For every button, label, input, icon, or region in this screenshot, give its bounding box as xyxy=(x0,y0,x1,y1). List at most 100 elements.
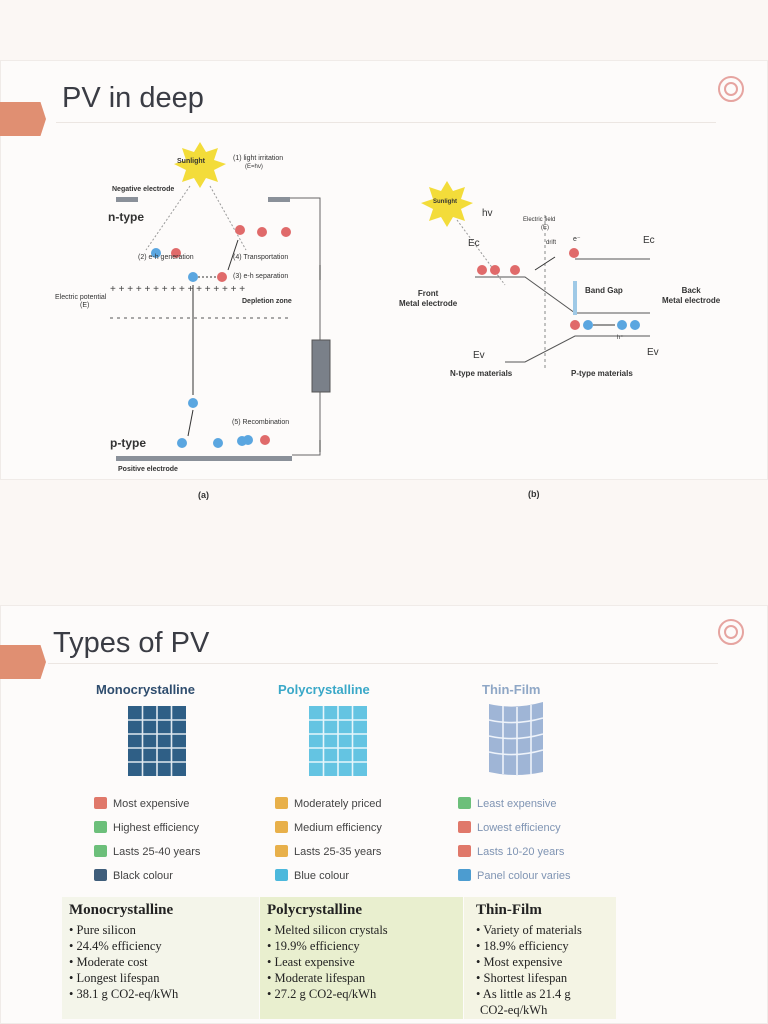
ev-right-label: Ev xyxy=(647,347,659,358)
pound-icon xyxy=(458,797,471,809)
hole-marker xyxy=(243,435,253,445)
top-electrode-bar xyxy=(268,197,290,202)
hole-marker xyxy=(188,272,198,282)
feature-label: Lasts 10-20 years xyxy=(477,846,565,858)
hole-marker xyxy=(617,320,627,330)
feature-label: Medium efficiency xyxy=(294,822,382,834)
thin-film-summary-box: Thin-Film • Variety of materials • 18.9%… xyxy=(464,897,616,1019)
list-item: • Longest lifespan xyxy=(69,971,160,985)
list-item: • Moderate lifespan xyxy=(267,971,366,985)
eh-generation-label: (2) e-h generation xyxy=(138,254,194,261)
colour-icon xyxy=(94,869,107,881)
hole-marker xyxy=(188,398,198,408)
electric-potential-symbol: (E) xyxy=(80,302,90,309)
n-type-label: n-type xyxy=(108,210,144,224)
clock-icon xyxy=(94,845,107,857)
feature-item: Black colour xyxy=(94,869,173,882)
mono-heading: Monocrystalline xyxy=(96,682,195,697)
hole-marker xyxy=(630,320,640,330)
list-item: • 19.9% efficiency xyxy=(267,939,360,953)
feature-label: Panel colour varies xyxy=(477,870,571,882)
negative-electrode-label: Negative electrode xyxy=(112,186,175,193)
section-tab xyxy=(0,645,46,679)
feature-item: Lasts 25-35 years xyxy=(275,845,381,858)
feature-item: Panel colour varies xyxy=(458,869,571,882)
title-divider xyxy=(56,122,716,123)
eh-separation-label: (3) e-h separation xyxy=(233,273,289,280)
figure-a-caption: (a) xyxy=(198,490,209,500)
hole-marker xyxy=(583,320,593,330)
svg-text:+ + + + + + + + + + + + + + +: + + + + + + + + + + + + + + + + xyxy=(110,284,245,295)
band-gap-bar xyxy=(573,281,577,315)
feature-item: Medium efficiency xyxy=(275,821,382,834)
hole-marker xyxy=(151,248,161,258)
electron-marker xyxy=(569,248,579,258)
recombination-label: (5) Recombination xyxy=(232,419,290,426)
list-item: • Melted silicon crystals xyxy=(267,923,388,937)
list-item: • As little as 21.4 g xyxy=(476,987,571,1001)
figure-a: + + + + + + + + + + + + + + + + xyxy=(50,140,350,500)
slide-pv-in-deep: PV in deep + + + + + + + + + + + + + + +… xyxy=(0,60,768,500)
hole-marker xyxy=(213,438,223,448)
mono-summary-box: Monocrystalline • Pure silicon • 24.4% e… xyxy=(62,897,259,1019)
sunlight-label: Sunlight xyxy=(433,199,457,205)
institution-logo-icon xyxy=(718,76,744,102)
ec-right-label: Ec xyxy=(643,235,655,246)
pound-icon xyxy=(275,797,288,809)
electric-field-symbol: (E) xyxy=(541,225,549,231)
list-item: • Shortest lifespan xyxy=(476,971,568,985)
negative-electrode-bar xyxy=(116,197,138,202)
list-item: • Moderate cost xyxy=(69,955,148,969)
p-type-materials-label: P-type materials xyxy=(571,369,633,378)
mono-summary-heading: Monocrystalline xyxy=(69,902,174,918)
section-tab xyxy=(0,102,46,136)
positive-electrode-label: Positive electrode xyxy=(118,466,178,473)
electron-marker xyxy=(257,227,267,237)
efficiency-icon xyxy=(275,821,288,833)
feature-label: Lasts 25-35 years xyxy=(294,846,382,858)
hole-symbol: h⁺ xyxy=(617,335,624,341)
feature-label: Least expensive xyxy=(477,798,557,810)
list-item: • 18.9% efficiency xyxy=(476,939,569,953)
feature-item: Lowest efficiency xyxy=(458,821,561,834)
feature-label: Lowest efficiency xyxy=(477,822,561,834)
feature-item: Lasts 10-20 years xyxy=(458,845,564,858)
electron-marker xyxy=(281,227,291,237)
efficiency-icon xyxy=(458,821,471,833)
band-gap-label: Band Gap xyxy=(585,286,623,295)
list-item: • 38.1 g CO2-eq/kWh xyxy=(69,987,179,1001)
battery-icon xyxy=(311,339,331,393)
electron-symbol: e⁻ xyxy=(573,236,581,243)
sun-icon xyxy=(174,142,226,188)
feature-label: Moderately priced xyxy=(294,798,382,810)
electric-potential-label: Electric potential xyxy=(55,294,107,301)
n-type-materials-label: N-type materials xyxy=(450,369,513,378)
light-irritation-label: (1) light irritation xyxy=(233,155,284,162)
slide-title: PV in deep xyxy=(62,82,204,114)
electron-marker xyxy=(260,435,270,445)
feature-label: Black colour xyxy=(113,870,173,882)
electron-marker xyxy=(477,265,487,275)
poly-heading: Polycrystalline xyxy=(278,682,370,697)
front-electrode-label: Front Metal electrode xyxy=(399,289,458,308)
electron-marker xyxy=(235,225,245,235)
feature-item: Least expensive xyxy=(458,797,557,810)
electron-marker xyxy=(510,265,520,275)
clock-icon xyxy=(458,845,471,857)
electron-marker xyxy=(171,248,181,258)
electron-marker xyxy=(217,272,227,282)
electron-marker xyxy=(570,320,580,330)
feature-item: Lasts 25-40 years xyxy=(94,845,200,858)
electric-field-label: Electric field xyxy=(523,217,556,223)
pound-icon xyxy=(94,797,107,809)
transportation-label: (4) Transportation xyxy=(233,254,289,261)
hole-marker xyxy=(177,438,187,448)
list-item: CO2-eq/kWh xyxy=(480,1003,548,1017)
thin-film-heading: Thin-Film xyxy=(482,682,541,697)
back-electrode-label: Back Metal electrode xyxy=(662,286,721,305)
list-item: • Pure silicon xyxy=(69,923,136,937)
list-item: • Most expensive xyxy=(476,955,563,969)
list-item: • Variety of materials xyxy=(476,923,582,937)
clock-icon xyxy=(275,845,288,857)
positive-electrode-bar xyxy=(116,456,292,461)
